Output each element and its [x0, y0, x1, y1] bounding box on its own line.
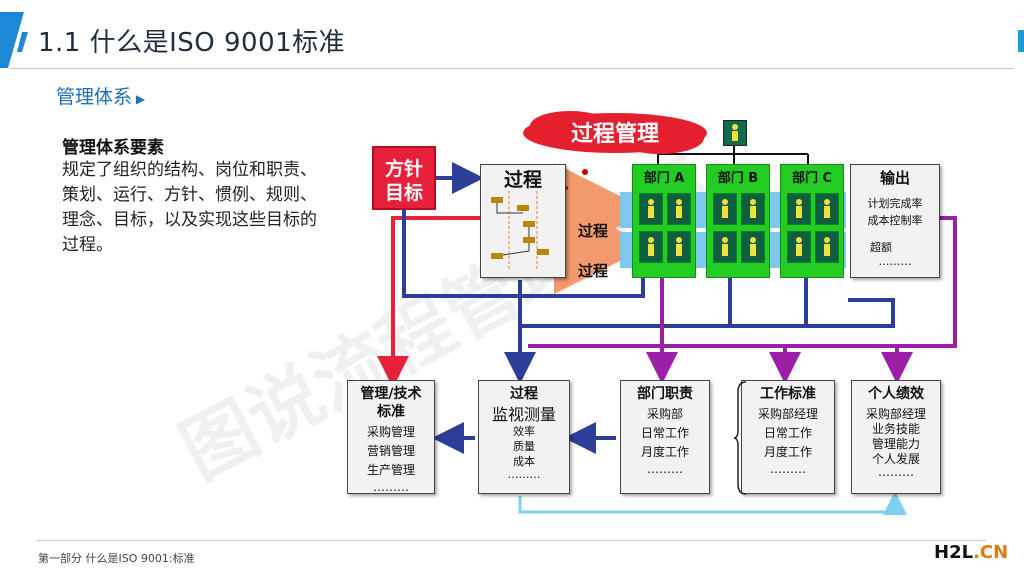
bottom-box-item: 业务技能	[871, 422, 920, 436]
output-item: 成本控制率	[867, 214, 923, 227]
bottom-box-item: 采购部经理	[865, 407, 926, 421]
department-label: 部门 A	[643, 171, 685, 186]
department-label: 部门 C	[791, 171, 833, 186]
person-icon	[787, 193, 811, 225]
title-divider	[10, 68, 1014, 69]
objective-label: 目标	[384, 182, 423, 204]
bottom-box: 部门职责采购部日常工作月度工作 ………	[620, 380, 710, 494]
manager-person-icon	[723, 120, 747, 146]
page-title: 1.1 什么是ISO 9001标准	[38, 28, 346, 58]
cloud-label: 过程管理	[570, 122, 659, 147]
bottom-box-item: ………	[770, 462, 806, 476]
bottom-box-title: 个人绩效	[868, 386, 924, 402]
person-icon	[741, 193, 765, 225]
bottom-box-item: 个人发展	[871, 452, 920, 466]
process-arrow-label-2: 过程	[578, 262, 609, 280]
bottom-box-item: 日常工作	[640, 426, 689, 440]
person-icon	[667, 231, 691, 263]
output-item: 计划完成率	[867, 197, 923, 210]
person-icon	[639, 231, 663, 263]
accent-stripe	[0, 12, 28, 68]
person-icon	[667, 193, 691, 225]
section-subtitle: 管理体系 ▶	[56, 86, 146, 108]
person-icon	[815, 231, 839, 263]
bottom-box-item: ………	[878, 465, 914, 479]
department-box: 部门 A	[632, 164, 696, 278]
bracket-shape	[734, 381, 747, 495]
bottom-box: 个人绩效采购部经理业务技能管理能力个人发展………	[851, 380, 941, 494]
bottom-box: 工作标准采购部经理日常工作月度工作 ………	[741, 380, 835, 494]
person-icon	[787, 231, 811, 263]
bottom-box-item: 成本	[513, 455, 535, 468]
bottom-box-item: 月度工作	[763, 445, 812, 459]
bottom-box-item: 日常工作	[763, 426, 812, 440]
bottom-box-title: 标准	[377, 404, 405, 420]
bottom-box-item: 管理能力	[871, 437, 920, 451]
department-box: 部门 C	[780, 164, 844, 278]
person-icon	[713, 231, 737, 263]
bottom-box-title: 工作标准	[760, 386, 816, 402]
process-box-title: 过程	[503, 169, 542, 191]
bottom-box-title: 管理/技术	[360, 386, 422, 402]
right-accent	[1018, 30, 1024, 52]
output-box: 输出 计划完成率 成本控制率 超额 ………	[850, 164, 940, 278]
site-logo: H2L.CN	[934, 542, 1009, 563]
process-arrow-label-1: 过程	[578, 222, 609, 240]
bottom-box-item: 营销管理	[366, 444, 415, 458]
person-icon	[815, 193, 839, 225]
bottom-box-title: 部门职责	[637, 386, 693, 402]
bottom-box-item: 月度工作	[640, 445, 689, 459]
body-text: 规定了组织的结构、岗位和职责、策划、运行、方针、惯例、规则、理念、目标，以及实现…	[62, 160, 317, 255]
output-item: ………	[878, 255, 912, 268]
person-icon	[713, 193, 737, 225]
bottom-box-item: 采购部	[646, 407, 683, 421]
bottom-box-item: 采购部经理	[757, 407, 818, 421]
person-icon	[639, 193, 663, 225]
bottom-box-item: 采购管理	[366, 425, 415, 439]
bottom-box-item: ………	[373, 480, 409, 494]
department-box: 部门 B	[706, 164, 770, 278]
bottom-box-item: ………	[647, 462, 683, 476]
bottom-box-title: 过程	[510, 386, 538, 402]
bottom-box-title: 监视测量	[491, 405, 556, 424]
body-heading: 管理体系要素	[62, 138, 164, 158]
bottom-box-item: 效率	[513, 425, 535, 438]
output-title: 输出	[879, 169, 910, 187]
policy-label: 方针	[384, 158, 423, 180]
process-box: 过程	[480, 164, 566, 278]
bottom-box-item: 生产管理	[366, 463, 415, 477]
bottom-box-item: 质量	[513, 440, 535, 453]
bottom-box: 管理/技术标准采购管理营销管理生产管理 ………	[347, 380, 435, 494]
bottom-box-item: ………	[507, 468, 541, 481]
flowchart-icon	[491, 191, 549, 271]
department-label: 部门 B	[717, 171, 759, 186]
footer-divider	[36, 540, 986, 541]
policy-box: 方针 目标	[372, 146, 436, 210]
bottom-box: 过程监视测量效率质量成本………	[478, 380, 570, 494]
cloud-shape	[523, 111, 707, 154]
person-icon	[741, 231, 765, 263]
output-item: 超额	[870, 241, 892, 254]
footer-text: 第一部分 什么是ISO 9001:标准	[38, 552, 195, 565]
